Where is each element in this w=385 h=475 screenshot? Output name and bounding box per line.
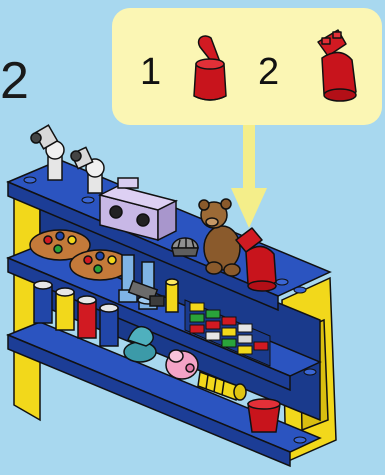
pink-piece: [166, 350, 198, 379]
step-number-1: 1: [140, 53, 161, 91]
callout-arrow: [231, 120, 267, 228]
paint-palette-right: [70, 250, 130, 280]
yellow-bottle: [166, 279, 178, 312]
step-number-2: 2: [258, 53, 279, 91]
grey-dome-piece: [172, 238, 198, 256]
red-bucket: [248, 399, 280, 432]
